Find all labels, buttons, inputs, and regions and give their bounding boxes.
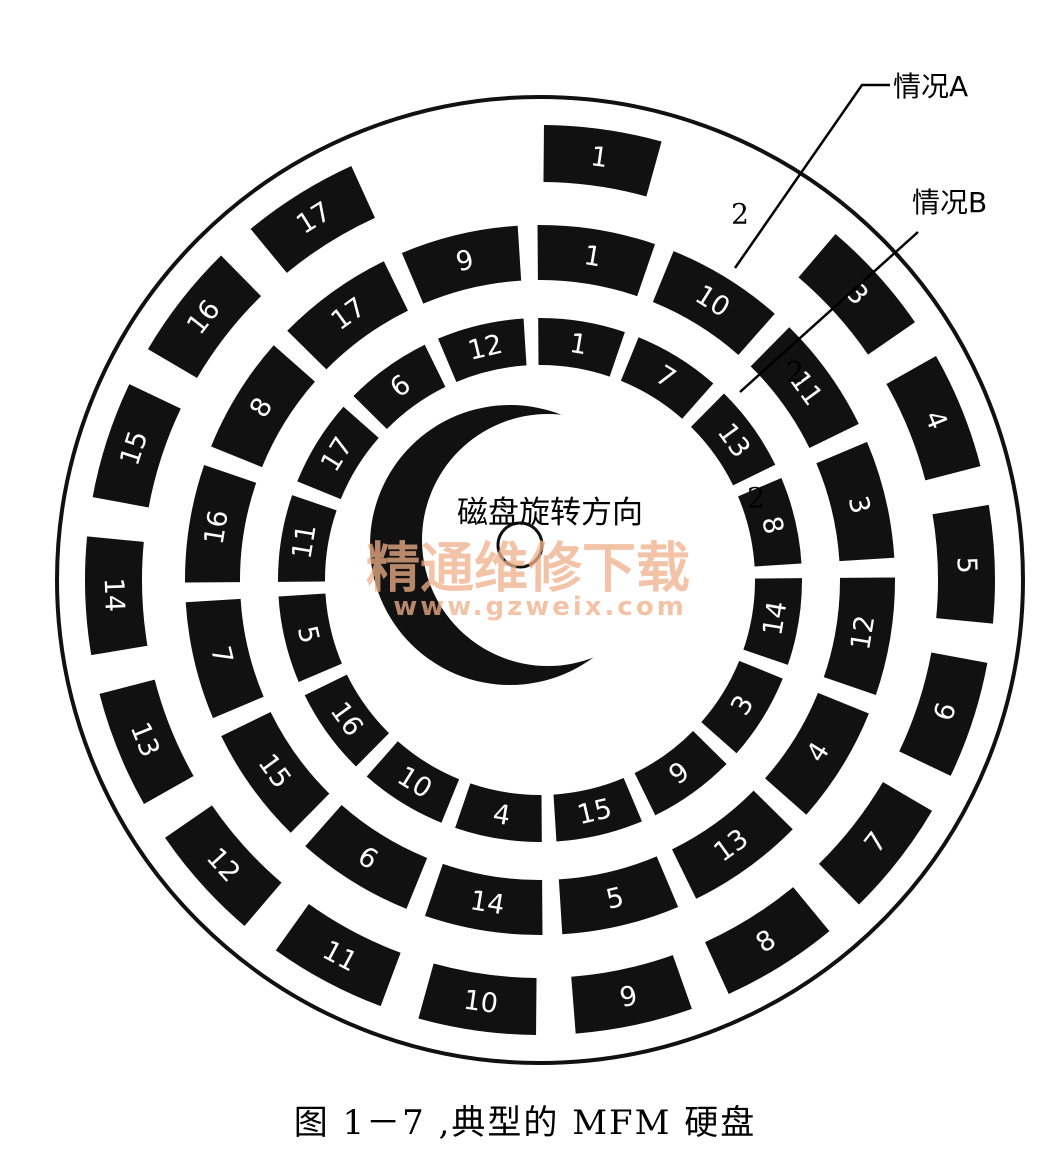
outer-sector-block <box>571 955 692 1034</box>
outer-sector-block <box>99 679 194 805</box>
inner-sector-block <box>538 318 625 377</box>
callout-label-case-a: 情况A <box>893 70 968 103</box>
middle-sector-label: 7 <box>204 643 238 667</box>
outer-sector-block <box>899 652 988 776</box>
outer-sector-block <box>275 904 401 1007</box>
inner-sector-block <box>553 778 642 842</box>
outer-sector-label: 5 <box>950 556 982 574</box>
middle-sector-block <box>816 441 895 562</box>
middle-sector-block <box>652 251 775 355</box>
middle-sector-block <box>221 711 330 833</box>
inner-sector-label: 5 <box>291 623 325 647</box>
middle-sector-block <box>185 465 257 583</box>
inner-sector-label: 11 <box>287 522 323 561</box>
inner-sector-block <box>438 318 527 382</box>
rotation-direction-label: 磁盘旋转方向 <box>457 495 643 531</box>
outer-sector-block <box>818 782 933 905</box>
inner-sector-block <box>738 478 802 567</box>
middle-sector-label: 16 <box>199 508 235 547</box>
outer-sector-block <box>705 887 830 995</box>
inner-sector-label: 4 <box>491 799 513 832</box>
middle-sector-block <box>671 790 793 899</box>
outer-sector-label: 10 <box>461 985 499 1020</box>
gap-label-middle: 2 <box>786 356 804 389</box>
rotation-crescent <box>370 405 674 685</box>
middle-sector-block <box>287 261 409 370</box>
outer-sector-block <box>92 384 181 508</box>
callout-line-case-b <box>739 231 919 393</box>
middle-sector-block <box>537 225 655 297</box>
inner-sector-block <box>455 783 542 842</box>
outer-sector-block <box>798 234 915 355</box>
outer-sector-block <box>932 504 996 624</box>
outer-sector-block <box>543 125 662 197</box>
inner-sector-label: 12 <box>465 329 506 367</box>
middle-sector-block <box>305 805 428 909</box>
middle-sector-block <box>425 863 543 935</box>
outer-sector-block <box>147 255 262 378</box>
outer-sector-label: 9 <box>617 980 640 1014</box>
middle-sector-block <box>558 856 679 935</box>
inner-sector-block <box>743 578 802 665</box>
outer-sector-label: 1 <box>589 141 610 174</box>
callout-line-case-a <box>733 83 890 269</box>
inner-sector-block <box>690 393 776 486</box>
outer-sector-label: 14 <box>98 577 130 612</box>
inner-sector-label: 8 <box>755 513 789 537</box>
inner-sector-block <box>297 406 379 500</box>
inner-sector-block <box>366 741 460 823</box>
disk-outer-edge <box>55 95 1025 1065</box>
middle-sector-block <box>211 345 315 468</box>
outer-sector-block <box>165 805 282 926</box>
outer-sector-block <box>85 536 148 656</box>
figure-caption: 图 1－7 ,典型的 MFM 硬盘 <box>294 1103 757 1143</box>
inner-sector-block <box>620 337 714 419</box>
inner-sector-label: 15 <box>574 793 615 831</box>
gap-label-outer: 2 <box>731 198 749 231</box>
middle-sector-label: 3 <box>842 493 876 517</box>
outer-sector-block <box>250 165 375 273</box>
inner-sector-block <box>278 593 342 682</box>
inner-sector-label: 1 <box>567 328 589 361</box>
middle-sector-block <box>823 577 895 695</box>
inner-sector-block <box>304 674 390 767</box>
gap-label-inner: 2 <box>747 482 765 515</box>
middle-sector-label: 1 <box>582 240 604 273</box>
watermark-url: www.gzweix.com <box>393 592 687 622</box>
inner-sector-label: 14 <box>757 599 793 638</box>
inner-sector-block <box>353 344 446 430</box>
middle-sector-block <box>765 692 869 815</box>
outer-sector-block <box>886 355 981 481</box>
inner-sector-block <box>278 495 337 582</box>
middle-sector-label: 12 <box>845 613 881 652</box>
middle-sector-label: 14 <box>468 885 507 921</box>
middle-sector-block <box>185 598 264 719</box>
middle-sector-label: 5 <box>603 882 627 916</box>
outer-sector-block <box>418 963 537 1035</box>
watermark-title: 精通维修下载 <box>366 537 690 600</box>
inner-sector-block <box>701 660 783 754</box>
middle-sector-block <box>401 225 522 304</box>
middle-sector-label: 9 <box>453 244 477 278</box>
callout-label-case-b: 情况B <box>912 186 987 219</box>
inner-sector-block <box>634 730 727 816</box>
